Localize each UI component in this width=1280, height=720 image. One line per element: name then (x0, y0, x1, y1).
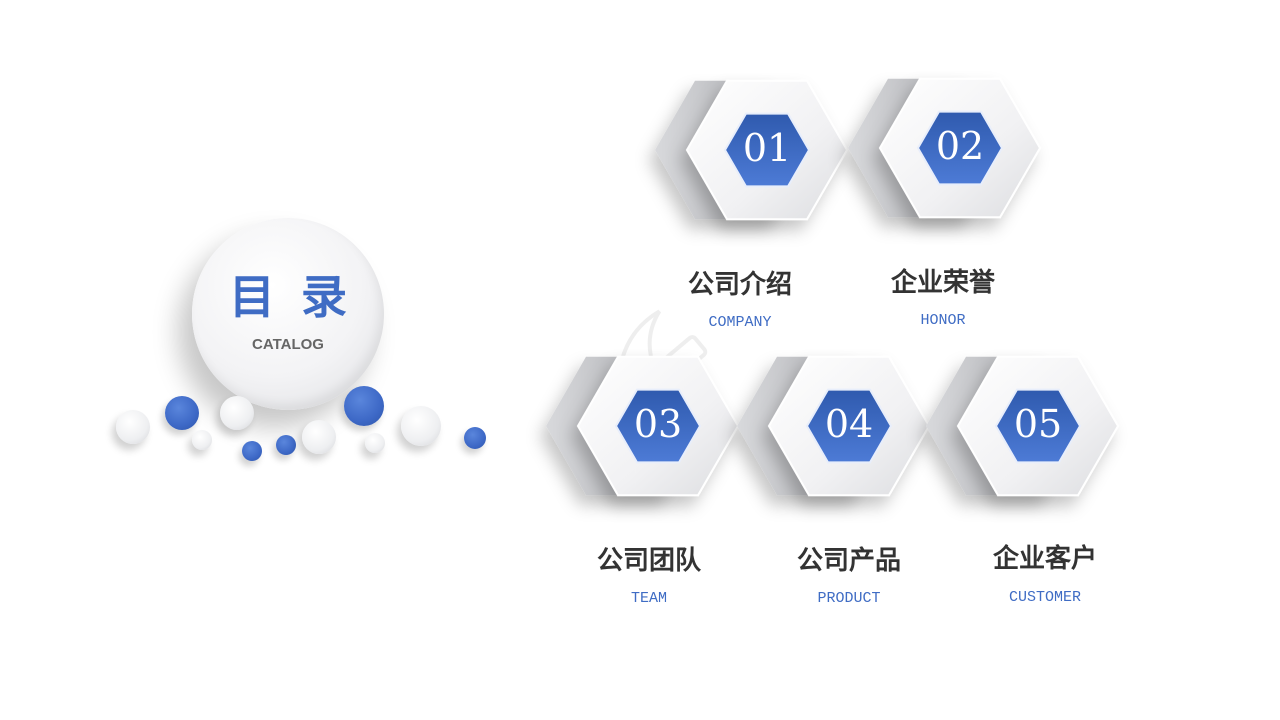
item-sublabel: CUSTOMER (1008, 589, 1081, 606)
item-label[interactable]: 企业客户 (992, 544, 1097, 574)
catalog-subtitle: CATALOG (252, 336, 324, 353)
decor-bubble (220, 396, 254, 430)
hexagon-icon (737, 355, 931, 497)
item-sublabel: TEAM (630, 590, 667, 607)
decor-bubble (192, 430, 212, 450)
item-sublabel: COMPANY (708, 314, 772, 331)
item-label[interactable]: 公司产品 (796, 546, 901, 576)
catalog-item-01[interactable]: 01 (650, 62, 850, 242)
item-label[interactable]: 公司团队 (596, 546, 701, 576)
catalog-title: 目录 (229, 270, 373, 324)
item-sublabel: HONOR (920, 312, 966, 329)
catalog-item-02[interactable]: 02 (843, 60, 1043, 240)
item-label[interactable]: 企业荣誉 (890, 268, 995, 298)
catalog-item-03[interactable]: 03 (541, 338, 741, 518)
item-number: 01 (742, 126, 792, 170)
hexagon-icon (926, 355, 1120, 497)
item-sublabel: PRODUCT (817, 590, 881, 607)
hexagon-icon (655, 79, 849, 221)
item-number: 03 (633, 402, 683, 446)
decor-bubble (116, 410, 150, 444)
item-number: 05 (1013, 402, 1063, 446)
decor-bubble (344, 386, 384, 426)
hexagon-icon (546, 355, 740, 497)
decor-bubble (401, 406, 441, 446)
item-number: 04 (824, 402, 874, 446)
catalog-title-circle: 目录 CATALOG (192, 218, 384, 410)
catalog-item-04[interactable]: 04 (732, 338, 932, 518)
catalog-item-05[interactable]: 05 (921, 338, 1121, 518)
hexagon-icon (848, 77, 1042, 219)
decor-bubble (242, 441, 262, 461)
decor-bubble (365, 433, 385, 453)
item-number: 02 (935, 124, 985, 168)
decor-bubble (464, 427, 486, 449)
decor-bubble (165, 396, 199, 430)
decor-bubble (276, 435, 296, 455)
item-label[interactable]: 公司介绍 (687, 270, 792, 300)
decor-bubble (302, 420, 336, 454)
